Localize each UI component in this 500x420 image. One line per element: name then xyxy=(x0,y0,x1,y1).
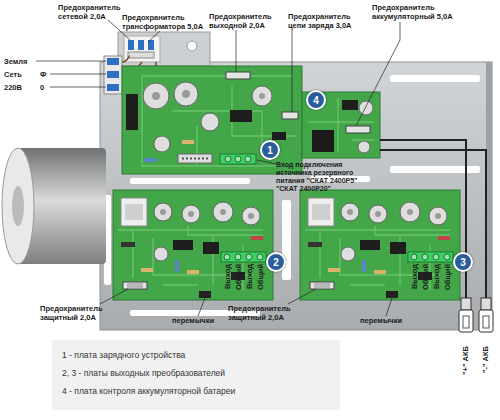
header xyxy=(178,154,212,163)
wire-crimp xyxy=(461,298,471,310)
callout-number: 3 xyxy=(460,257,466,268)
mains-label: 0 xyxy=(40,83,44,92)
terminal-label: Общий xyxy=(421,264,430,290)
callout-number: 1 xyxy=(267,145,273,156)
fuse-label: Предохранитель цепи заряда 3,0А xyxy=(288,12,363,30)
converter-board xyxy=(113,190,273,300)
terminal-label: Общий xyxy=(443,264,452,290)
mains-label: Ф xyxy=(40,70,46,79)
chassis-slot xyxy=(390,75,480,82)
wire-lug xyxy=(459,310,473,332)
terminal-label: Общий xyxy=(256,264,265,290)
wire-lug-slot xyxy=(483,316,489,328)
fuse-label: Предохранитель выходной 2,0А xyxy=(209,12,284,30)
capacitor-top xyxy=(259,93,265,99)
mains-label: 220В xyxy=(4,83,22,92)
fuse-label: Предохранитель трансформатора 5,0А xyxy=(122,13,212,31)
callout-circle: 3 xyxy=(453,252,473,272)
transformer-hole xyxy=(12,186,24,226)
pcb xyxy=(122,66,302,174)
capacitor xyxy=(359,101,373,115)
terminal-screw xyxy=(225,156,231,162)
fuse-label: Предохранитель аккумуляторный 5,0А xyxy=(372,3,482,21)
callout-circle: 1 xyxy=(260,140,280,160)
fuse-label: Предохранитель защитный 2,0А xyxy=(228,304,300,322)
battery-label: "-" АКБ xyxy=(481,346,490,373)
callout-circle: 4 xyxy=(306,90,326,110)
terminal-label: Общий xyxy=(234,264,243,290)
fuse-label: Предохранитель защитный 2,0А xyxy=(40,304,112,322)
jumper-label: перемычки xyxy=(172,316,214,325)
callout-number: 2 xyxy=(273,257,279,268)
bracket-hole xyxy=(187,41,197,51)
chip xyxy=(272,132,286,140)
capacitor xyxy=(201,113,219,131)
capacitor xyxy=(174,82,198,106)
terminal-block xyxy=(220,154,256,164)
fuse xyxy=(282,112,298,119)
resistor xyxy=(182,140,194,144)
capacitor xyxy=(143,83,169,109)
resistor xyxy=(144,158,156,162)
terminal-label: Выход xyxy=(410,264,419,289)
capacitor xyxy=(154,136,170,152)
header-pins xyxy=(182,158,208,160)
fuse-holder-clip xyxy=(128,40,134,50)
terminal-label: Выход xyxy=(245,264,254,289)
capacitor xyxy=(252,86,272,106)
capacitor-top xyxy=(182,90,190,98)
chassis xyxy=(100,62,492,330)
wire-crimp xyxy=(481,298,491,310)
fuse xyxy=(226,72,250,79)
pcb-trace xyxy=(142,76,297,166)
leader-line xyxy=(36,20,400,316)
jumper-label: перемычки xyxy=(360,316,402,325)
terminal-label: Выход xyxy=(432,264,441,289)
capacitor-top xyxy=(152,92,160,100)
chassis-slot xyxy=(130,178,250,184)
chip xyxy=(230,110,252,122)
terminal-screw xyxy=(235,156,241,162)
converter-board xyxy=(300,190,460,300)
connector-label: Вход подключения источника резервного пи… xyxy=(276,161,376,193)
mains-label: Сеть xyxy=(4,70,22,79)
legend-line: 2, 3 - платы выходных преобразователей xyxy=(62,368,225,378)
terminal-label: Выход xyxy=(223,264,232,289)
terminal-cell xyxy=(107,58,119,65)
relay xyxy=(126,94,138,130)
battery-wire xyxy=(380,140,486,300)
terminal-cell xyxy=(107,84,119,91)
fuse xyxy=(128,52,154,58)
battery-label: "+" АКБ xyxy=(461,346,470,375)
mains-terminal xyxy=(104,56,122,94)
fuse xyxy=(346,126,370,133)
terminal-screw xyxy=(245,156,251,162)
bracket xyxy=(118,32,210,66)
chip xyxy=(342,100,358,110)
wire-lug-slot xyxy=(463,316,469,328)
callout-number: 4 xyxy=(313,95,319,106)
mains-label: Земля xyxy=(4,57,27,66)
capacitor xyxy=(358,141,370,153)
transformer-face xyxy=(2,148,34,264)
fuse-holder-clip xyxy=(138,40,144,50)
terminal-cell xyxy=(107,71,119,78)
legend-line: 1 - плата зарядного устройства xyxy=(62,350,185,360)
legend-box xyxy=(52,340,340,410)
charger-board xyxy=(122,66,302,174)
fuse-label: Предохранитель сетевой 2,0А xyxy=(58,3,128,21)
power-component xyxy=(312,130,334,152)
wire-lug xyxy=(479,310,493,332)
legend-line: 4 - плата контроля аккумуляторной батаре… xyxy=(62,386,235,396)
callout-circle: 2 xyxy=(266,252,286,272)
